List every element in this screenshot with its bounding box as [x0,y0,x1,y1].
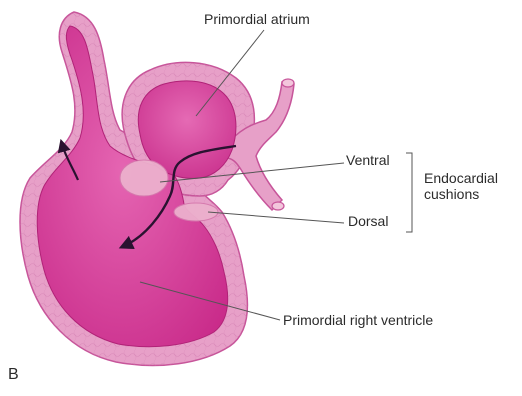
ventral-cushion [120,160,168,196]
label-dorsal: Dorsal [348,213,388,229]
label-primordial-right-ventricle: Primordial right ventricle [283,312,433,328]
cushion-bracket [406,153,412,232]
label-ventral: Ventral [346,152,390,168]
label-endocardial-line2: cushions [424,186,498,202]
label-endocardial-cushions: Endocardial cushions [424,170,498,202]
label-endocardial-line1: Endocardial [424,170,498,186]
panel-letter: B [8,366,19,384]
label-primordial-atrium: Primordial atrium [204,11,310,27]
leader-line-dorsal [208,212,344,223]
